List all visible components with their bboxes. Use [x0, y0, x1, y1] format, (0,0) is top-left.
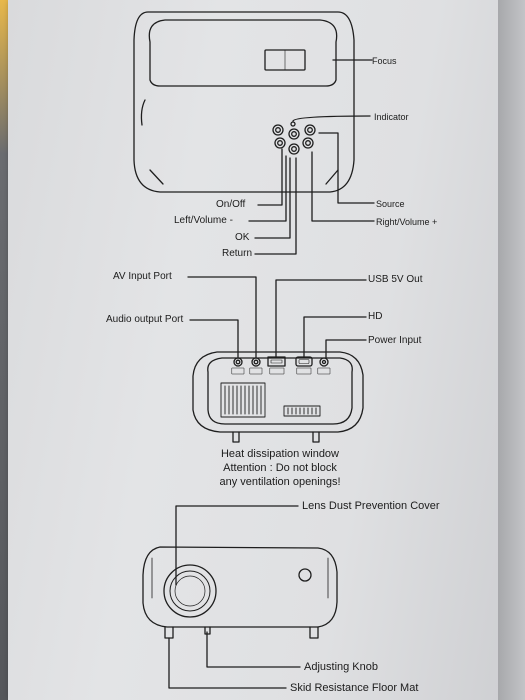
indicator-led: [290, 121, 296, 127]
attention-line-2: any ventilation openings!: [219, 476, 341, 488]
audio-output-label: Audio output Port: [106, 314, 184, 325]
power-input-label: Power Input: [368, 335, 422, 346]
source-label: Source: [376, 199, 405, 209]
lens: [163, 564, 217, 618]
adjusting-knob-label: Adjusting Knob: [304, 661, 378, 673]
next-page-edge: [498, 0, 525, 700]
power-input-port: [319, 357, 329, 367]
lens-cover-label: Lens Dust Prevention Cover: [302, 500, 440, 512]
heat-window-label: Heat dissipation window: [220, 448, 339, 460]
av-input-port: [251, 357, 261, 367]
focus-label: Focus: [372, 56, 397, 66]
usb-label: USB 5V Out: [368, 274, 423, 285]
return-label: Return: [222, 248, 253, 259]
control-buttons: [272, 124, 316, 155]
heat-dissipation-window: [220, 382, 321, 418]
projector-front-view: [142, 505, 338, 689]
indicator-label: Indicator: [374, 112, 409, 122]
on-off-label: On/Off: [216, 199, 246, 210]
skid-mat-label: Skid Resistance Floor Mat: [290, 682, 419, 694]
right-volume-label: Right/Volume +: [376, 217, 438, 227]
manual-page: [8, 0, 500, 700]
attention-line-1: Attention : Do not block: [223, 462, 337, 474]
projector-top-view: [133, 11, 375, 255]
hd-label: HD: [368, 311, 383, 322]
front-sensor: [298, 568, 312, 582]
left-volume-label: Left/Volume -: [174, 215, 233, 226]
audio-output-port: [233, 357, 243, 367]
av-input-label: AV Input Port: [113, 271, 172, 282]
background-edge: [0, 0, 8, 700]
ok-label: OK: [235, 232, 250, 243]
projector-back-view: [187, 276, 367, 443]
